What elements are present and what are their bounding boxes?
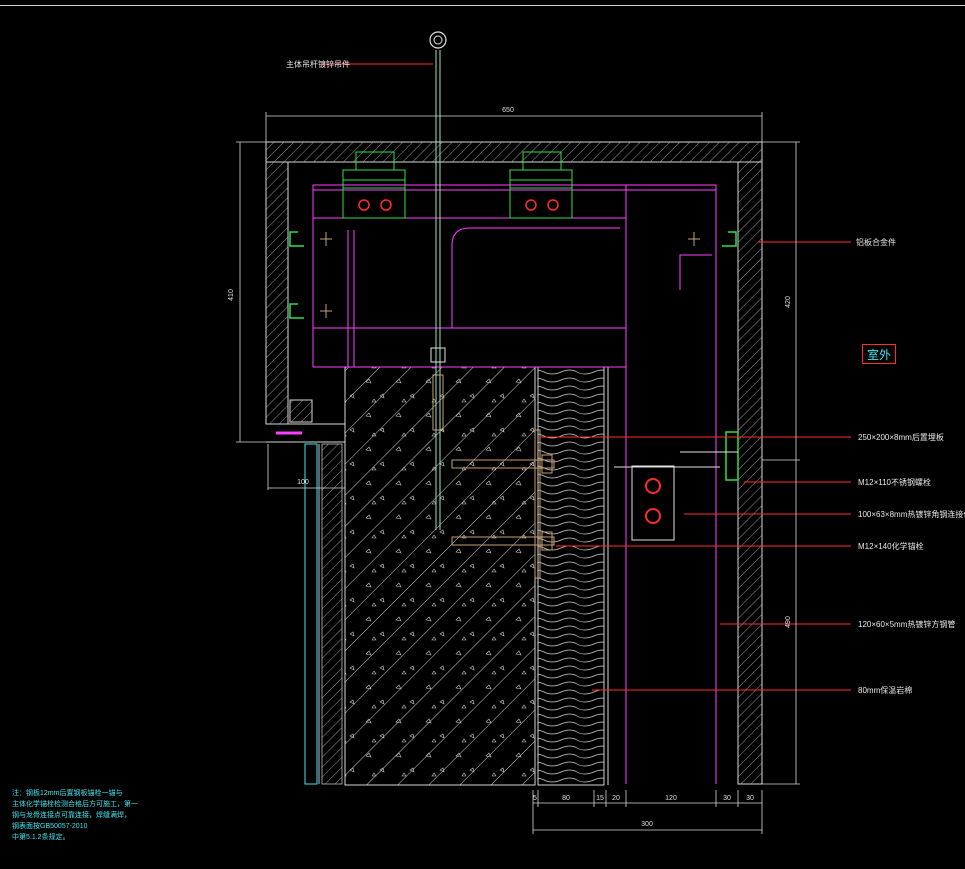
top-clamp-right — [509, 151, 573, 219]
room-tag-exterior: 室外 — [862, 344, 896, 364]
right-upper-dimension-text: 420 — [785, 296, 792, 308]
callout-bolt-bottom: M12×140化学锚栓 — [858, 541, 924, 551]
callout-steel-tube: 120×60×5mm热镀锌方钢管 — [858, 619, 955, 629]
angle-connector — [614, 451, 738, 541]
side-clips — [289, 231, 739, 481]
dimension-lines — [236, 112, 800, 834]
leader-lines — [322, 63, 851, 691]
bottom-dimension-texts: 5 80 15 20 120 30 30 — [533, 795, 754, 802]
bottom-dimension-text: 80 — [562, 795, 570, 802]
callout-insulation: 80mm保温岩棉 — [858, 685, 912, 695]
left-offset-dimension-text: 100 — [297, 479, 309, 486]
callout-bolt-top: M12×110不锈钢螺栓 — [858, 477, 931, 487]
note-line: 钢表面按GB50057-2010 — [12, 823, 88, 830]
rock-wool-insulation — [537, 366, 609, 786]
note-line: 注：钢板12mm后置钢板锚栓一锚与 — [12, 790, 123, 797]
bottom-dimension-text: 20 — [612, 795, 620, 802]
side-clip-bolts — [320, 232, 700, 318]
top-dimension-text: 650 — [502, 107, 514, 114]
bottom-dimension-text: 120 — [665, 795, 677, 802]
note-line: 主体化学锚栓检测合格后方可施工，第一 — [12, 801, 138, 808]
left-dimension-text: 410 — [228, 289, 235, 301]
left-glass-wall — [276, 431, 343, 785]
callout-aluminum: 铝板合金件 — [856, 237, 896, 247]
right-lower-dimension-text: 490 — [785, 616, 792, 628]
embed-plate — [534, 429, 541, 579]
frame-outline — [265, 141, 763, 785]
callout-plate: 250×200×8mm后置埋板 — [858, 432, 944, 442]
top-border-line — [0, 5, 965, 6]
callout-top-rod: 主体吊杆镀锌吊件 — [286, 59, 350, 69]
drawing-notes: 注：钢板12mm后置钢板锚栓一锚与 主体化学锚栓检测合格后方可施工，第一 钢与龙… — [12, 788, 138, 843]
steel-framing — [312, 184, 717, 784]
bottom-dimension-text: 30 — [746, 795, 754, 802]
bottom-dimension-text: 30 — [723, 795, 731, 802]
note-line: 钢与龙骨连接点可靠连接，焊缝满焊， — [12, 812, 131, 819]
bottom-dimension-text: 15 — [596, 795, 604, 802]
note-line: 中第5.1.2条规定。 — [12, 834, 70, 841]
bottom-dimension-text: 5 — [533, 795, 537, 802]
anchor-bolts — [451, 454, 555, 551]
bottom-total-dimension-text: 300 — [641, 821, 653, 828]
hanger-rod — [429, 31, 447, 530]
callout-angle: 100×63×8mm热镀锌角钢连接件 — [858, 509, 965, 519]
top-clamp-left — [342, 151, 406, 219]
